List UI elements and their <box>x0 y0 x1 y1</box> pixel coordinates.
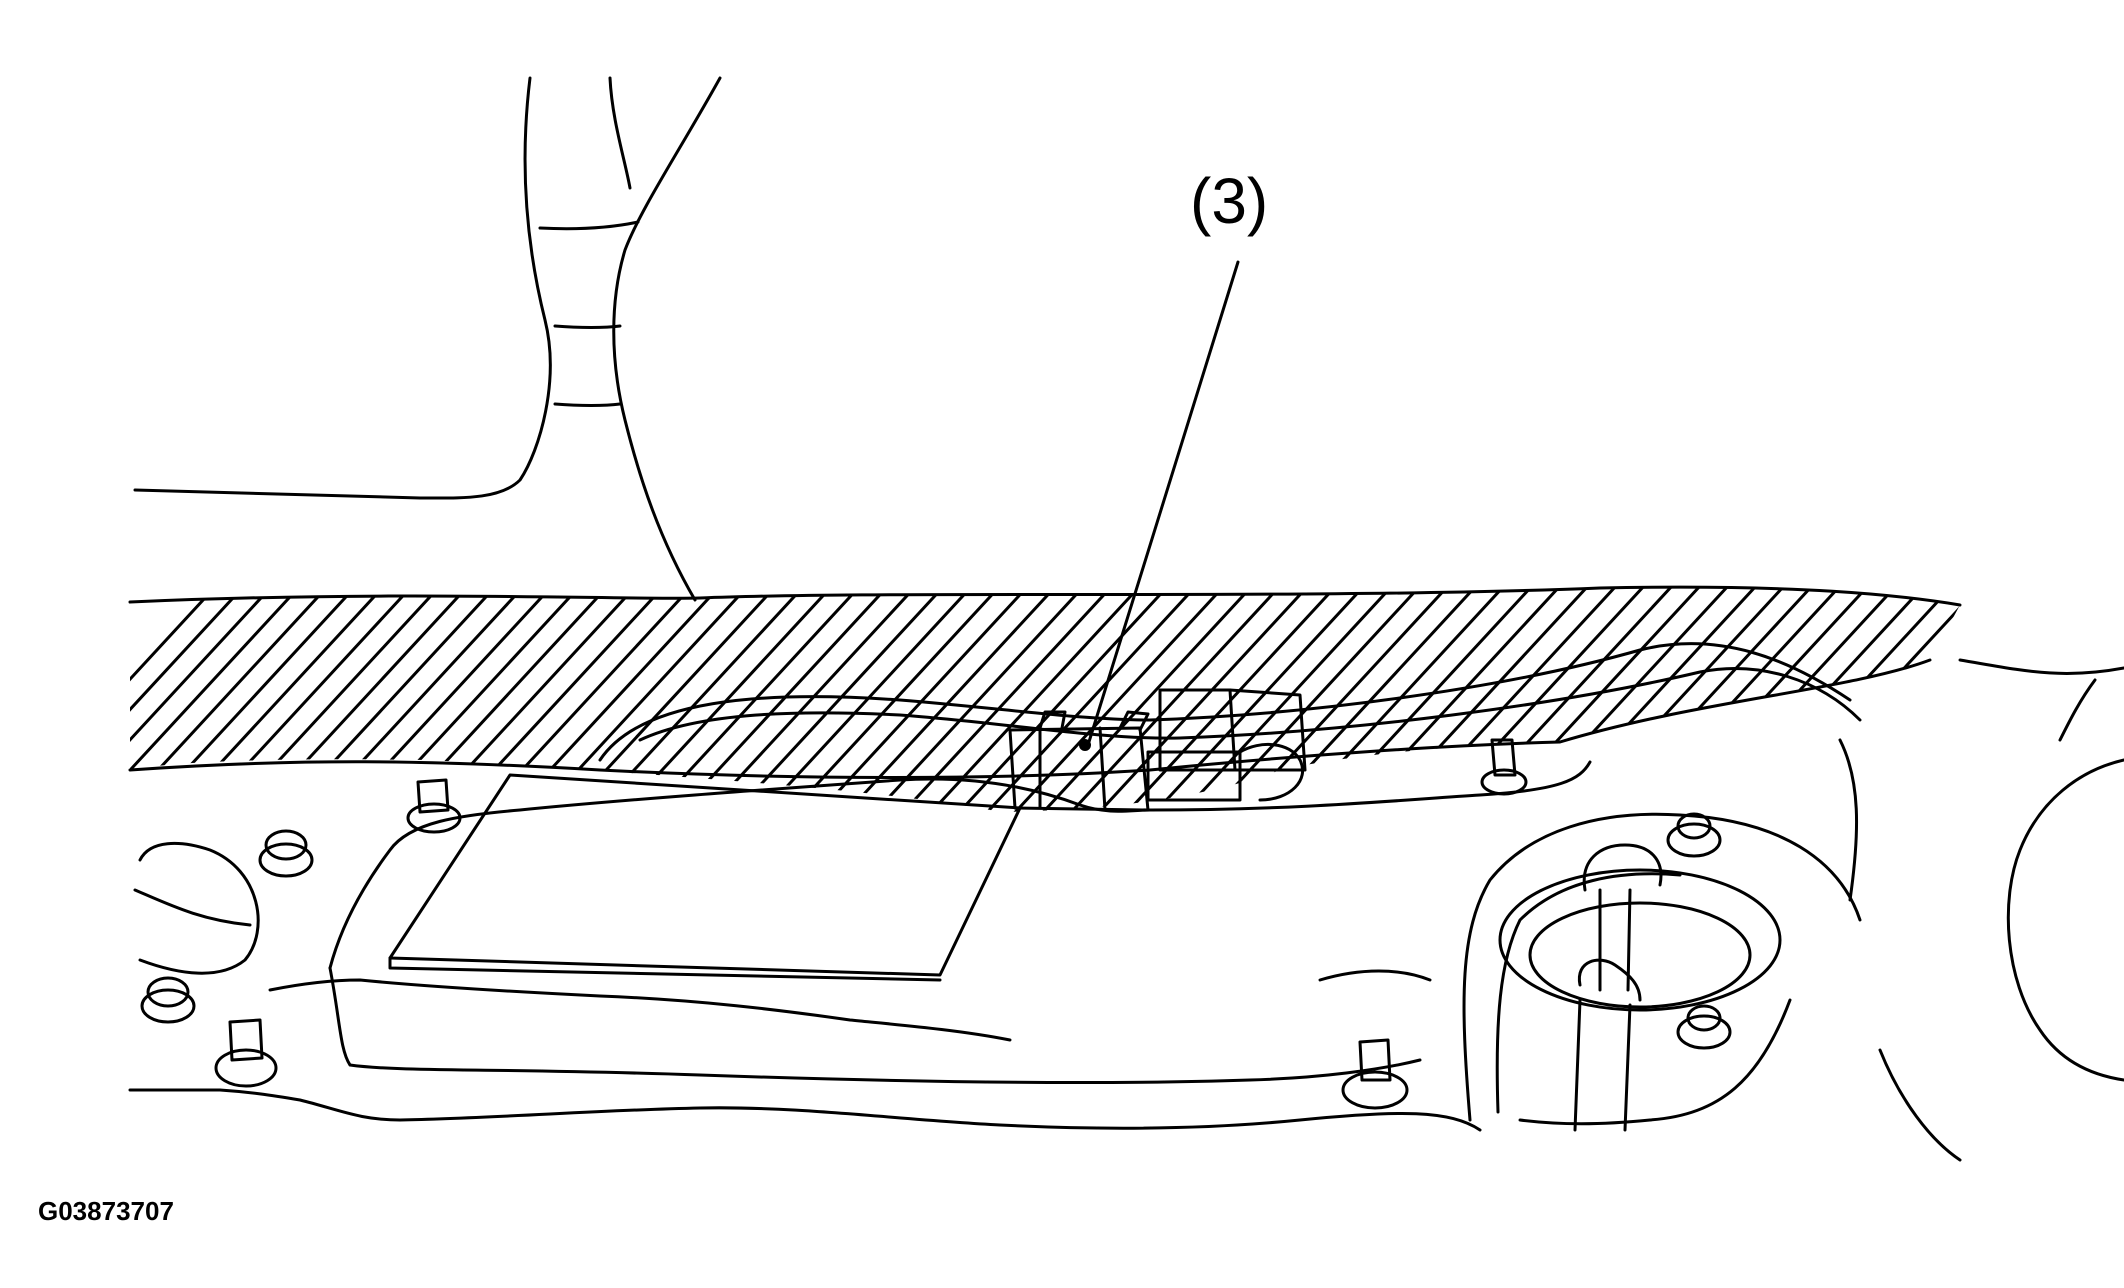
hatch-line <box>1006 587 1250 812</box>
hatch-line <box>1202 587 1446 812</box>
hose-edge-line <box>608 76 632 190</box>
right-stud-group <box>1341 738 1732 1110</box>
callout-leader-line <box>1086 260 1240 747</box>
lower-body-curve <box>398 1106 1482 1132</box>
callout-label-3: (3) <box>1190 165 1269 237</box>
engine-cover-crease <box>1318 969 1432 982</box>
fender-upper-curve <box>1838 738 1859 902</box>
hatch-line <box>130 587 270 812</box>
hatch-line <box>642 587 886 812</box>
cover-plate <box>388 773 1022 977</box>
hatch-line <box>670 587 914 812</box>
hatch-line <box>1146 587 1390 812</box>
left-bolt-group <box>140 778 462 1088</box>
upper-hose-outer <box>133 76 552 500</box>
hatch-line <box>1958 587 1960 812</box>
engine-cover-outline <box>328 760 1592 970</box>
cover-plate-edge <box>388 956 942 982</box>
hatch-line <box>1902 587 1960 812</box>
fender-outline <box>1958 658 2124 675</box>
hose-band-2 <box>553 324 622 329</box>
strut-tower <box>1462 812 1862 1132</box>
harness-inner-curve-1 <box>598 642 1852 762</box>
harness-inner-curve-2 <box>638 667 1862 742</box>
figure-id-label: G03873707 <box>38 1196 174 1226</box>
connector-3 <box>1008 710 1150 812</box>
left-stud <box>138 841 260 975</box>
hatch-line <box>2072 560 2124 820</box>
left-stud-base <box>133 888 252 927</box>
hatch-line <box>2016 560 2124 820</box>
engine-cover-lower-edge <box>328 966 1422 1084</box>
hatch-line <box>130 587 298 812</box>
hatch-line <box>2044 560 2124 820</box>
harness-lower-edge <box>128 658 1932 779</box>
harness-upper-edge <box>128 585 1962 607</box>
upper-hose-inner <box>612 76 722 602</box>
fender-lower <box>1878 1048 1962 1162</box>
hose-band-1 <box>538 220 640 231</box>
hatch-line <box>130 587 242 812</box>
hatch-line <box>1034 587 1278 812</box>
engine-cover-detail <box>268 978 1012 1042</box>
wheel-arch-inner <box>2058 678 2097 742</box>
hatch-line <box>1988 560 2124 820</box>
adjacent-connector <box>1146 688 1307 802</box>
hatch-line <box>2100 560 2124 820</box>
hatch-line <box>1930 587 1960 812</box>
hatch-line <box>130 587 326 812</box>
hatch-line <box>1174 587 1418 812</box>
left-body-line <box>128 1088 402 1122</box>
hose-band-3 <box>553 402 622 407</box>
wheel-arch <box>2006 758 2124 1082</box>
